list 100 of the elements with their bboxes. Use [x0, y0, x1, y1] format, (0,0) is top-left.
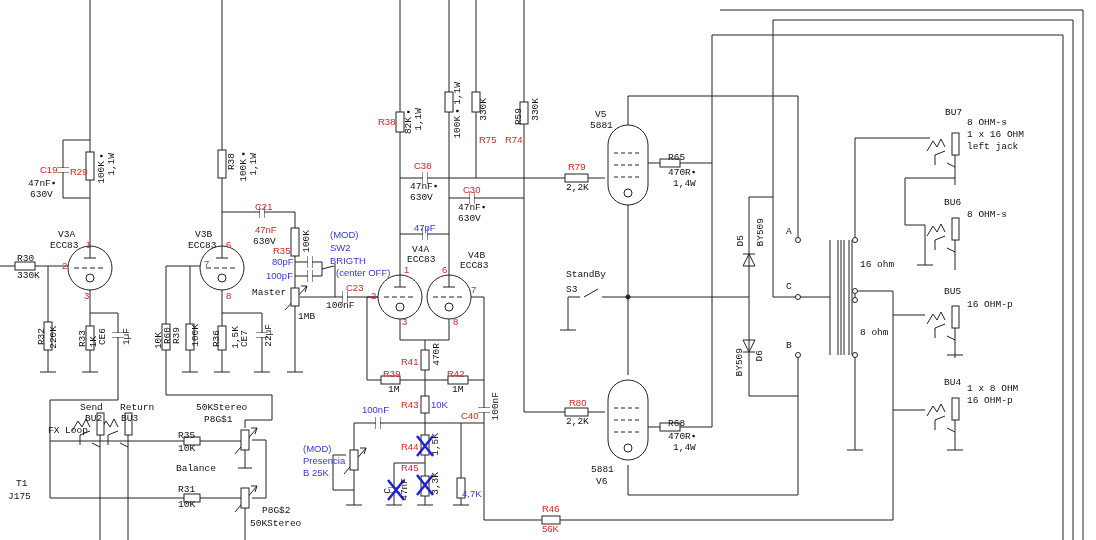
value-label: 47nF▪ — [458, 202, 487, 213]
component-label: R32 — [36, 328, 47, 346]
component-label: R35 — [178, 430, 196, 441]
jack-label: BU2 — [85, 413, 103, 424]
tube-label: 5881 — [590, 120, 613, 131]
value-label: 4,7K — [462, 488, 482, 499]
component-label: R65 — [668, 152, 686, 163]
value-label: 1,5K — [430, 433, 441, 456]
tube-label: ECC83 — [407, 254, 436, 265]
note-text: (center OFF) — [336, 267, 391, 278]
tube-label: V3B — [195, 229, 213, 240]
component-label: S3 — [566, 284, 578, 295]
value-label: 100nF — [326, 300, 355, 311]
component-label: R31 — [178, 484, 196, 495]
component-label: J175 — [8, 491, 31, 502]
value-label: 47nF — [399, 478, 410, 501]
jack-label: Return — [120, 402, 155, 413]
value-label: 10K — [153, 332, 164, 350]
value-label: 1K — [88, 336, 99, 348]
jack-label: BU6 — [944, 197, 962, 208]
pin-number: 3 — [402, 316, 408, 327]
value-label: 630V — [410, 192, 433, 203]
pin-number: 1 — [404, 264, 410, 275]
value-label: 22µF — [263, 324, 274, 347]
pin-number: 8 — [226, 290, 232, 301]
note-text: (MOD) — [330, 229, 359, 240]
terminal-label: C — [786, 281, 792, 292]
pin-number: 3 — [84, 290, 90, 301]
value-label: 630V — [30, 189, 53, 200]
value-label: 56K — [542, 523, 559, 534]
value-label: 100K▪ — [238, 148, 249, 182]
value-label: 10K — [178, 499, 196, 510]
component-label: C21 — [255, 201, 273, 212]
value-label: 50KStereo — [250, 518, 302, 529]
component-label: D6 — [754, 350, 765, 362]
tube-label: V3A — [58, 229, 76, 240]
component-label: R29 — [70, 166, 88, 177]
jack-label: BU5 — [944, 286, 962, 297]
terminal-label: A — [786, 226, 792, 237]
component-label: C23 — [346, 282, 364, 293]
component-label: R45 — [401, 462, 419, 473]
note-text: left jack — [967, 141, 1019, 152]
component-label: CE6 — [97, 328, 108, 346]
component-label: R79 — [568, 161, 586, 172]
pin-number: 6 — [442, 264, 448, 275]
note-text: 8 ohm — [860, 327, 889, 338]
component-label: R80 — [569, 397, 587, 408]
value-label: 47nF▪ — [28, 178, 57, 189]
pin-number: 2 — [62, 260, 68, 271]
value-label: 470R▪ — [668, 431, 697, 442]
value-label: 100pF — [266, 270, 293, 281]
component-label: T1 — [16, 478, 28, 489]
value-label: 10K — [431, 399, 448, 410]
note-text: 8 OHM-s — [967, 209, 1007, 220]
note-text: Master — [252, 287, 287, 298]
component-label: D5 — [735, 235, 746, 247]
pin-number: 8 — [453, 316, 459, 327]
component-label: C30 — [463, 184, 481, 195]
value-label: 100nF — [362, 404, 389, 415]
note-text: StandBy — [566, 269, 606, 280]
value-label: 2,2K — [566, 182, 589, 193]
value-label: 470R — [431, 343, 442, 366]
value-label: 47nF — [255, 224, 277, 235]
value-label: 330K — [530, 98, 541, 121]
value-label: 1,1W — [248, 153, 259, 176]
component-label: R43 — [401, 399, 419, 410]
note-text: 8 OHM-s — [967, 117, 1007, 128]
value-label: BY509 — [734, 348, 745, 377]
note-text: Balance — [176, 463, 216, 474]
component-label: R59 — [513, 108, 524, 126]
note-text: SW2 — [330, 242, 351, 253]
note-text: Presencia — [303, 455, 346, 466]
component-label: C — [382, 488, 393, 494]
component-label: R44 — [401, 441, 419, 452]
pin-number: 1 — [86, 239, 92, 250]
value-label: 100K▪ — [96, 150, 107, 184]
component-label: P8G$1 — [204, 414, 233, 425]
value-label: 100nF — [490, 392, 501, 421]
component-label: R41 — [401, 356, 419, 367]
value-label: 80pF — [272, 256, 294, 267]
value-label: 100K▪1,1W — [452, 82, 463, 139]
value-label: 47pF — [414, 222, 436, 233]
value-label: 330K — [478, 98, 489, 121]
component-label: R74 — [505, 134, 523, 145]
value-label: 630V — [253, 236, 276, 247]
terminal-label: B — [786, 340, 792, 351]
value-label: 100K — [190, 324, 201, 347]
note-text: BRIGTH — [330, 255, 366, 266]
value-label: 10K — [178, 443, 196, 454]
component-label: R42 — [447, 368, 465, 379]
component-label: R75 — [479, 134, 497, 145]
value-label: 1M — [452, 384, 464, 395]
component-label: R39 — [383, 368, 401, 379]
tube-label: ECC83 — [50, 240, 79, 251]
component-label: R46 — [542, 503, 560, 514]
note-text: 16 OHM-p — [967, 395, 1013, 406]
pin-number: 7 — [471, 284, 477, 295]
value-label: 1,1W — [106, 153, 117, 176]
component-label: C19 — [40, 164, 58, 175]
tube-label: 5881 — [591, 464, 614, 475]
